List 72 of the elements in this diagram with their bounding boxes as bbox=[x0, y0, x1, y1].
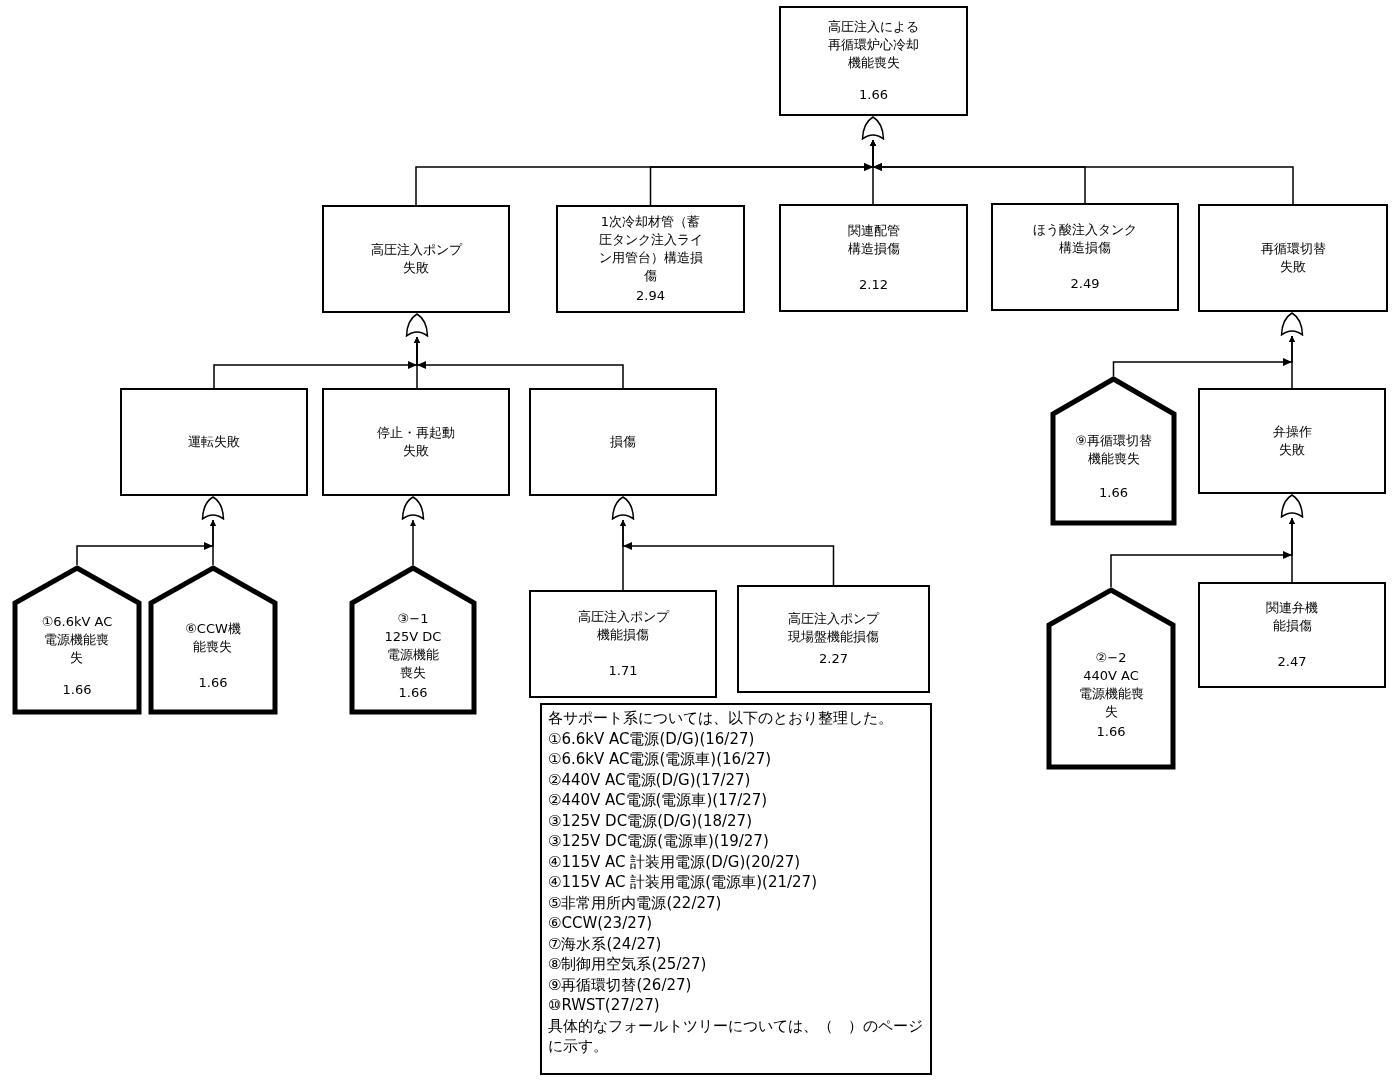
event-label: 高圧注入による再循環炉心冷却機能喪失 bbox=[827, 18, 920, 72]
event-label: 再循環切替失敗 bbox=[1259, 240, 1327, 276]
or-gate-symbol bbox=[1280, 494, 1304, 518]
note-line: 具体的なフォールトツリーについては、（ ）のページに示す。 bbox=[548, 1015, 924, 1057]
event-box bbox=[779, 204, 968, 312]
note-line: ④115V AC 計装用電源(D/G)(20/27) bbox=[548, 851, 802, 872]
probability-value: 1.66 bbox=[1099, 484, 1128, 502]
event-label: 関連弁機能損傷 bbox=[1265, 599, 1319, 635]
house-event bbox=[148, 565, 278, 715]
note-line: ②440V AC電源(D/G)(17/27) bbox=[548, 769, 752, 790]
event-label: 高圧注入ポンプ現場盤機能損傷 bbox=[787, 610, 881, 646]
or-gate-symbol bbox=[405, 313, 429, 337]
event-box bbox=[120, 388, 308, 496]
note-line: ③125V DC電源(電源車)(19/27) bbox=[548, 831, 770, 852]
event-box bbox=[779, 6, 968, 116]
event-label: 損傷 bbox=[610, 433, 636, 451]
event-label: 関連配管構造損傷 bbox=[846, 222, 901, 258]
probability-value: 2.12 bbox=[859, 276, 888, 294]
note-line: ⑧制御用空気系(25/27) bbox=[548, 954, 708, 975]
note-line: ⑥CCW(23/27) bbox=[548, 913, 654, 934]
note-line: ⑤非常用所内電源(22/27) bbox=[548, 892, 723, 913]
note-line: ⑦海水系(24/27) bbox=[548, 933, 663, 954]
house-event bbox=[1046, 587, 1176, 770]
or-gate-symbol bbox=[611, 496, 635, 520]
note-line: ③125V DC電源(D/G)(18/27) bbox=[548, 810, 753, 831]
event-label: ほう酸注入タンク構造損傷 bbox=[1032, 221, 1138, 257]
event-box bbox=[737, 585, 930, 693]
probability-value: 1.66 bbox=[62, 681, 92, 699]
event-box bbox=[1198, 582, 1386, 688]
event-label: 高圧注入ポンプ失敗 bbox=[369, 241, 464, 277]
probability-value: 2.94 bbox=[636, 287, 665, 305]
house-event bbox=[1050, 376, 1177, 526]
event-label: ①6.6kV AC電源機能喪失 bbox=[40, 613, 114, 667]
or-gate-symbol bbox=[201, 496, 225, 520]
note-line: ①6.6kV AC電源(電源車)(16/27) bbox=[548, 749, 773, 770]
probability-value: 1.66 bbox=[198, 674, 228, 692]
probability-value: 1.66 bbox=[398, 684, 428, 702]
or-gate-symbol bbox=[401, 496, 425, 520]
event-label: 運転失敗 bbox=[188, 433, 240, 451]
or-gate-symbol bbox=[1280, 312, 1304, 336]
event-box bbox=[529, 590, 717, 698]
note-line: 各サポート系については、以下のとおり整理した。 bbox=[548, 708, 894, 729]
event-label: 弁操作失敗 bbox=[1271, 423, 1313, 459]
or-gate-symbol bbox=[861, 116, 885, 140]
event-label: ③−1 125V DC電源機能喪失 bbox=[383, 610, 443, 682]
note-line: ②440V AC電源(電源車)(17/27) bbox=[548, 790, 769, 811]
event-box bbox=[322, 388, 510, 496]
probability-value: 2.27 bbox=[819, 650, 848, 668]
note-line: ①6.6kV AC電源(D/G)(16/27) bbox=[548, 728, 756, 749]
probability-value: 1.66 bbox=[1096, 722, 1126, 741]
event-label: 1次冷却材管（蓄圧タンク注入ライン用管台）構造損傷 bbox=[597, 213, 704, 285]
event-label: 停止・再起動失敗 bbox=[376, 424, 456, 460]
house-event bbox=[349, 565, 477, 715]
probability-value: 1.66 bbox=[859, 86, 888, 104]
event-label: ⑨再循環切替機能喪失 bbox=[1074, 432, 1153, 468]
note-box bbox=[540, 703, 932, 1075]
event-box bbox=[529, 388, 717, 496]
event-box bbox=[1198, 388, 1386, 494]
note-line: ⑩RWST(27/27) bbox=[548, 995, 661, 1016]
event-box bbox=[991, 203, 1179, 311]
probability-value: 1.71 bbox=[608, 662, 638, 680]
probability-value: 2.47 bbox=[1277, 653, 1307, 671]
note-line: ⑨再循環切替(26/27) bbox=[548, 974, 693, 995]
event-label: ⑥CCW機能喪失 bbox=[184, 620, 242, 656]
event-box bbox=[322, 205, 510, 313]
event-label: ②−2 440V AC電源機能喪失 bbox=[1078, 648, 1144, 721]
note-line: ④115V AC 計装用電源(電源車)(21/27) bbox=[548, 872, 818, 893]
house-event bbox=[12, 565, 142, 715]
probability-value: 2.49 bbox=[1070, 275, 1100, 293]
event-box bbox=[556, 205, 745, 313]
event-label: 高圧注入ポンプ機能損傷 bbox=[576, 608, 671, 644]
event-box bbox=[1198, 204, 1388, 312]
